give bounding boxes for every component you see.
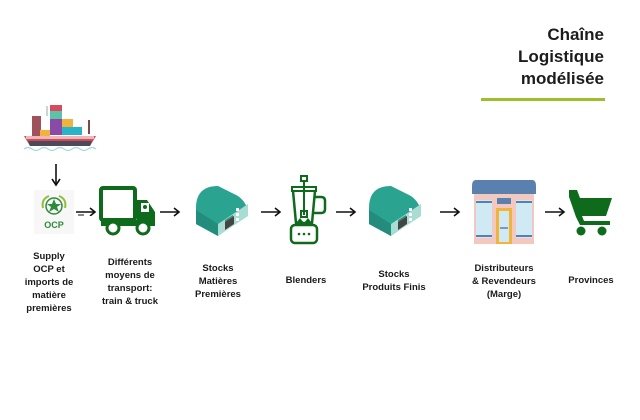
- label-line: imports de: [24, 277, 74, 288]
- label-line: train & truck: [102, 296, 158, 307]
- warehouse-icon: [192, 184, 252, 238]
- arrow-right: [336, 206, 358, 218]
- step-label-distributeurs: Distributeurs & Revendeurs (Marge): [466, 262, 542, 301]
- step-label-stocks-produits: Stocks Produits Finis: [356, 268, 432, 294]
- title-line-3: modélisée: [520, 69, 604, 88]
- label-line: OCP et: [33, 264, 65, 275]
- label-line: Supply: [33, 251, 65, 262]
- arrow-right: [545, 206, 567, 218]
- label-line: & Revendeurs: [472, 276, 536, 287]
- label-line: Premières: [195, 289, 241, 300]
- diagram-title: Chaîne Logistique modélisée: [518, 24, 604, 90]
- blender-icon: [288, 175, 328, 247]
- label-line: transport:: [107, 283, 153, 294]
- ocp-text: OCP: [44, 220, 64, 230]
- label-line: Matières: [198, 276, 238, 287]
- label-line: moyens de: [105, 270, 155, 281]
- step-label-transport: Différents moyens de transport: train & …: [95, 256, 165, 308]
- ocp-logo-icon: OCP: [34, 190, 74, 234]
- title-underline: [481, 98, 605, 101]
- label-line: Provinces: [568, 275, 614, 286]
- step-label-blenders: Blenders: [278, 274, 334, 287]
- arrow-right: [440, 206, 462, 218]
- warehouse-icon: [365, 184, 425, 238]
- label-line: premières: [26, 303, 72, 314]
- arrow-right: [160, 206, 182, 218]
- step-label-stocks-matieres: Stocks Matières Premières: [186, 262, 250, 301]
- arrow-right: [261, 206, 283, 218]
- shopping-cart-icon: [569, 186, 613, 238]
- arrow-down: [50, 164, 62, 188]
- label-line: Blenders: [285, 275, 327, 286]
- title-line-1: Chaîne: [547, 25, 604, 44]
- step-label-provinces: Provinces: [562, 274, 620, 287]
- step-label-supply: Supply OCP et imports de matière premièr…: [18, 250, 80, 315]
- label-line: Stocks: [202, 263, 234, 274]
- label-line: Différents: [107, 257, 153, 268]
- label-line: Distributeurs: [474, 263, 534, 274]
- label-line: (Marge): [486, 289, 522, 300]
- title-line-2: Logistique: [518, 47, 604, 66]
- storefront-icon: [472, 178, 536, 246]
- label-line: Stocks: [378, 269, 410, 280]
- label-line: matière: [32, 290, 66, 301]
- arrow-right: [76, 204, 98, 216]
- truck-icon: [99, 186, 159, 238]
- cargo-ship-icon: [22, 100, 98, 152]
- label-line: Produits Finis: [362, 282, 426, 293]
